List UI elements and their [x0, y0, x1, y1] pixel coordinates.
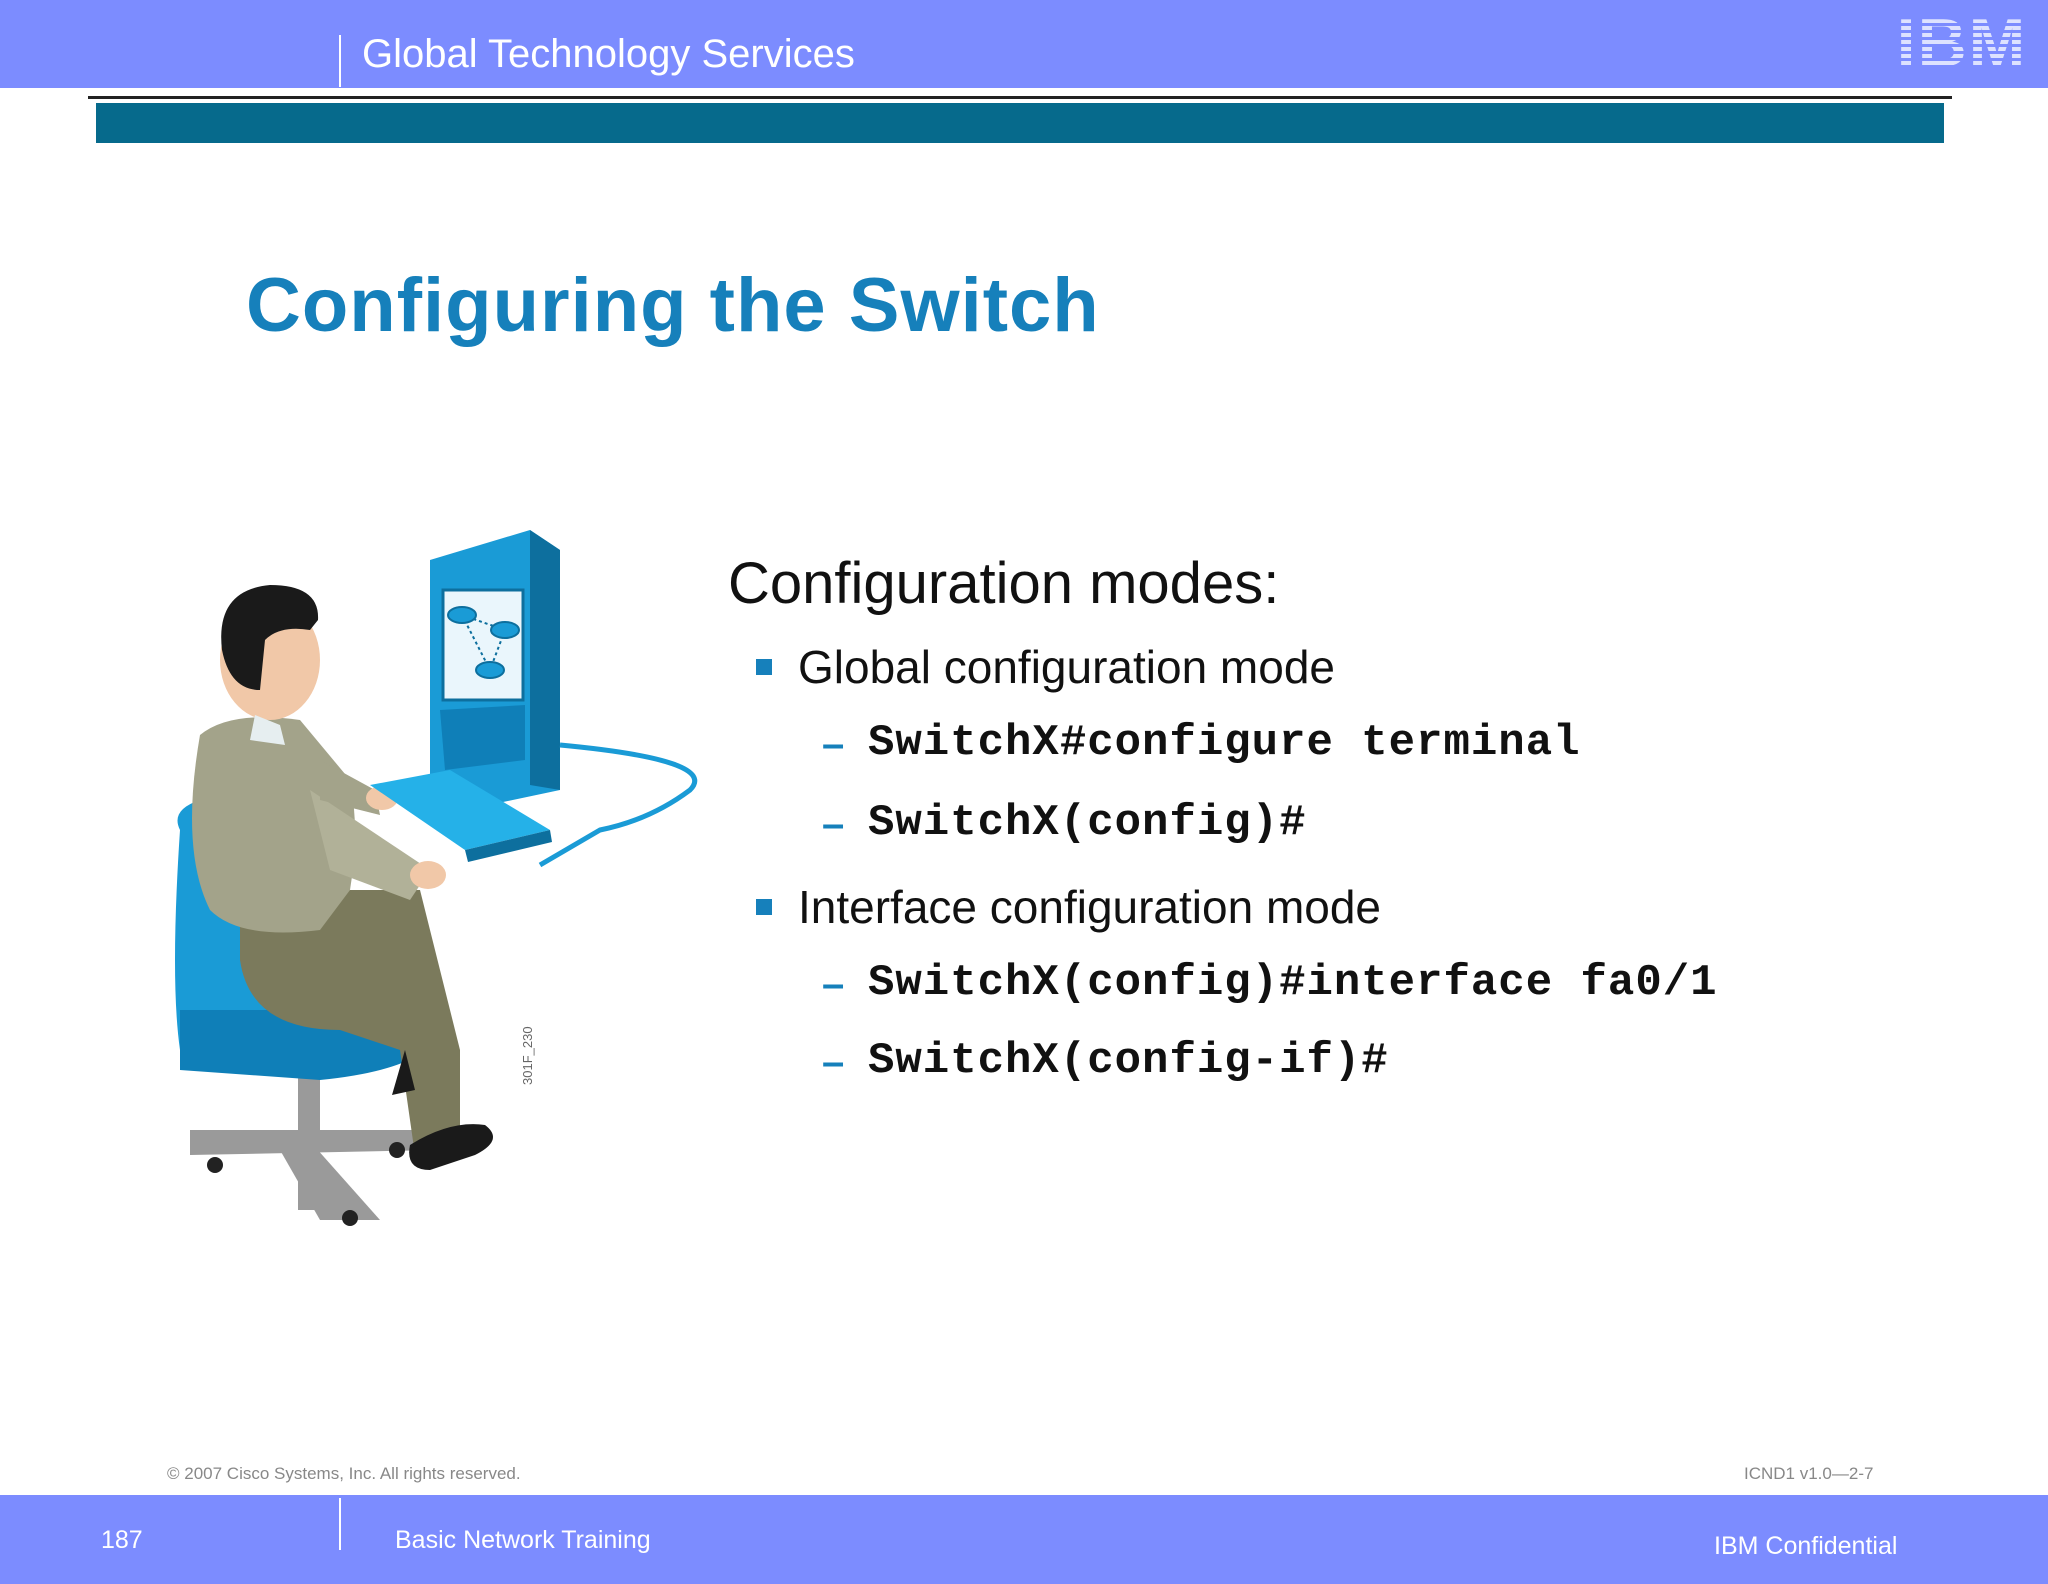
teal-band: [96, 103, 1944, 143]
trousers: [240, 890, 460, 1155]
bullet-global-config: Global configuration mode: [798, 641, 1335, 693]
shoe: [409, 1124, 493, 1170]
jacket: [192, 717, 355, 933]
chair-base: [190, 1060, 440, 1226]
copyright: © 2007 Cisco Systems, Inc. All rights re…: [167, 1464, 521, 1483]
sub-dash: –: [822, 962, 845, 1006]
network-diagram-icon: [447, 606, 520, 679]
sub-dash: –: [822, 1040, 845, 1084]
page-number: 187: [101, 1526, 143, 1554]
command-configure-terminal: SwitchX#configure terminal: [868, 718, 1581, 768]
config-modes-heading: Configuration modes:: [728, 551, 1280, 616]
command-config-if-prompt: SwitchX(config-if)#: [868, 1036, 1389, 1086]
footer-bar: [0, 1495, 2048, 1584]
header-rule: [88, 96, 1952, 99]
hair: [221, 585, 319, 690]
sub-dash: –: [822, 722, 845, 766]
footer-divider: [339, 1498, 341, 1550]
figure-code: 301F_230: [520, 1026, 535, 1085]
ibm-logo-text: IBM: [1897, 12, 2028, 72]
cable: [538, 742, 698, 868]
person-at-computer-illustration: 301F_230: [175, 530, 698, 1226]
confidential-label: IBM Confidential: [1714, 1532, 1898, 1560]
keyboard: [370, 770, 550, 850]
bullet-square: [756, 899, 772, 915]
header-title: Global Technology Services: [362, 32, 855, 76]
header-divider: [339, 35, 341, 87]
command-interface-fa0-1: SwitchX(config)#interface fa0/1: [868, 958, 1718, 1008]
command-config-prompt: SwitchX(config)#: [868, 798, 1307, 848]
ibm-logo: IBM: [1897, 12, 2028, 72]
bullet-square: [756, 659, 772, 675]
header-bar: [0, 0, 2048, 88]
sub-dash: –: [822, 802, 845, 846]
bullet-interface-config: Interface configuration mode: [798, 881, 1382, 933]
course-code: ICND1 v1.0—2-7: [1744, 1464, 1874, 1483]
slide-title: Configuring the Switch: [246, 263, 1100, 348]
course-name: Basic Network Training: [395, 1526, 651, 1554]
